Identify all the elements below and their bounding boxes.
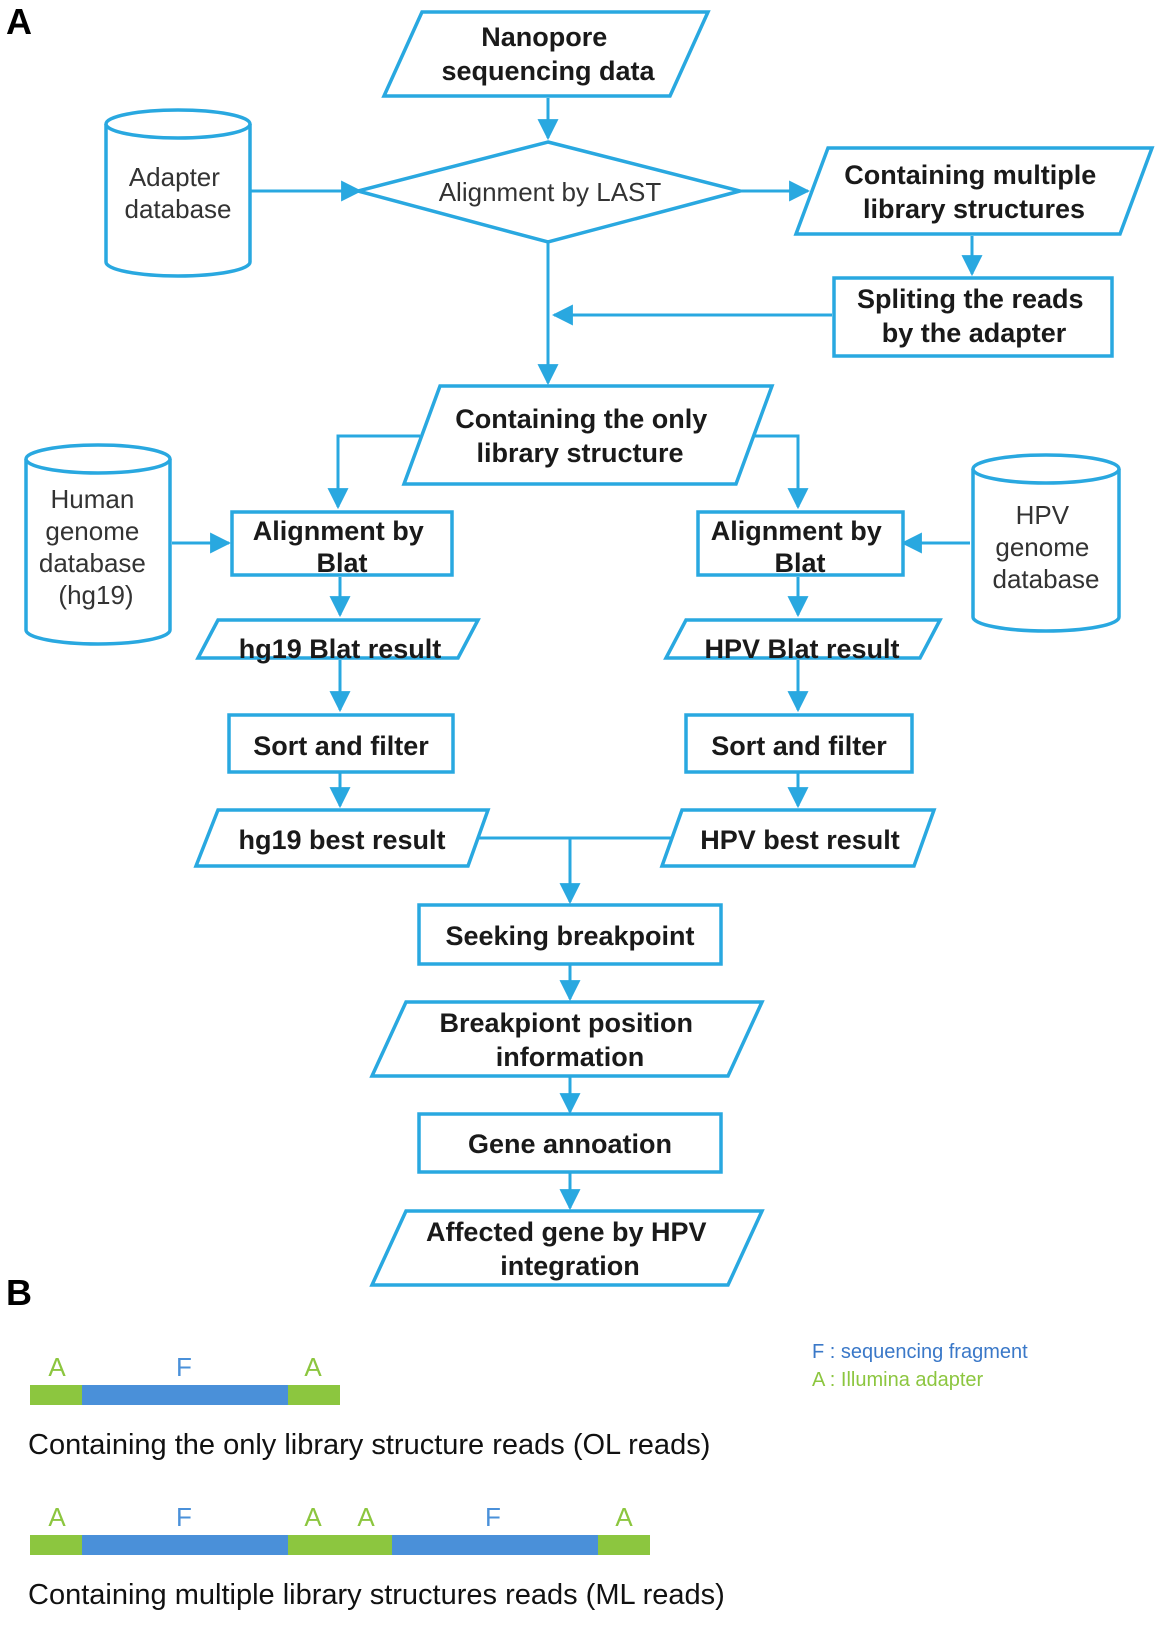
multiple-library-label: Containing multiple library structures (844, 160, 1104, 224)
hpv-blat-result-node (663, 618, 943, 660)
ml-adapter-segment (30, 1535, 82, 1555)
hg19-blat-result-node (195, 618, 481, 660)
left-blat-node (230, 510, 454, 577)
ml-fragment-segment (392, 1535, 598, 1555)
adapter-database-label: Adapter database (125, 162, 232, 224)
alignment-last-label: Alignment by LAST (439, 177, 662, 207)
hpv-blat-result-label: HPV Blat result (704, 634, 899, 664)
ml-adapter-segment (288, 1535, 392, 1555)
ml-letter-adapter: A (615, 1502, 633, 1532)
ml-letter-adapter: A (357, 1502, 375, 1532)
affected-gene-node (369, 1209, 765, 1287)
only-library-label: Containing the only library structure (455, 404, 715, 468)
left-sort-label: Sort and filter (253, 731, 429, 761)
ol-read-bar (30, 1385, 340, 1405)
left-blat-label: Alignment by Blat (253, 516, 432, 578)
ml-letter-adapter: A (48, 1502, 66, 1532)
legend-fragment: F : sequencing fragment (812, 1341, 1028, 1363)
hpv-genome-database-cylinder (971, 453, 1121, 633)
hpv-database-label: HPV genome database (993, 500, 1100, 594)
hg19-best-label: hg19 best result (238, 825, 445, 855)
adapter-database-cylinder (104, 108, 252, 278)
right-sort-label: Sort and filter (711, 731, 887, 761)
gene-annotation-node (417, 1112, 723, 1174)
splitting-label: Spliting the reads by the adapter (857, 284, 1091, 348)
legend-adapter: A : Illumina adapter (812, 1369, 984, 1391)
only-library-node (401, 384, 775, 486)
panel-a-label: A (6, 1, 32, 42)
hpv-best-node (659, 808, 937, 868)
right-sort-node (684, 713, 914, 774)
ml-fragment-segment (82, 1535, 288, 1555)
splitting-node (832, 276, 1114, 358)
edge-only-to-left-blat (327, 434, 420, 510)
seeking-breakpoint-label: Seeking breakpoint (445, 921, 694, 951)
ml-reads-caption: Containing multiple library structures r… (28, 1579, 725, 1611)
ml-letter-fragment: F (485, 1502, 501, 1532)
ml-read-bar (30, 1535, 650, 1555)
seeking-breakpoint-node (417, 903, 723, 966)
right-blat-label: Alignment by Blat (711, 516, 890, 578)
ml-letter-adapter: A (304, 1502, 322, 1532)
edge-only-to-right-blat (736, 434, 809, 510)
ol-letter-adapter: A (304, 1352, 322, 1382)
human-database-label: Human genome database (hg19) (39, 484, 153, 610)
left-sort-node (227, 713, 455, 774)
hpv-best-label: HPV best result (700, 825, 900, 855)
affected-gene-label: Affected gene by HPV integration (426, 1217, 714, 1281)
breakpoint-info-node (369, 1000, 765, 1078)
ml-adapter-segment (598, 1535, 650, 1555)
multiple-library-node (793, 146, 1155, 236)
ol-reads-caption: Containing the only library structure re… (28, 1429, 710, 1461)
nanopore-node (381, 10, 711, 98)
panel-b-label: B (6, 1272, 32, 1313)
ol-fragment-segment (82, 1385, 288, 1405)
alignment-last-node (351, 140, 747, 244)
ol-letter-fragment: F (176, 1352, 192, 1382)
nanopore-label: Nanopore sequencing data (441, 22, 655, 86)
ol-adapter-segment (288, 1385, 340, 1405)
hg19-best-node (193, 808, 491, 868)
gene-annotation-label: Gene annoation (468, 1129, 672, 1159)
ol-letter-adapter: A (48, 1352, 66, 1382)
ol-adapter-segment (30, 1385, 82, 1405)
ml-letter-fragment: F (176, 1502, 192, 1532)
right-blat-node (696, 510, 905, 577)
hg19-blat-result-label: hg19 Blat result (239, 634, 442, 664)
human-genome-database-cylinder (24, 443, 172, 646)
breakpoint-info-label: Breakpiont position information (439, 1008, 700, 1072)
